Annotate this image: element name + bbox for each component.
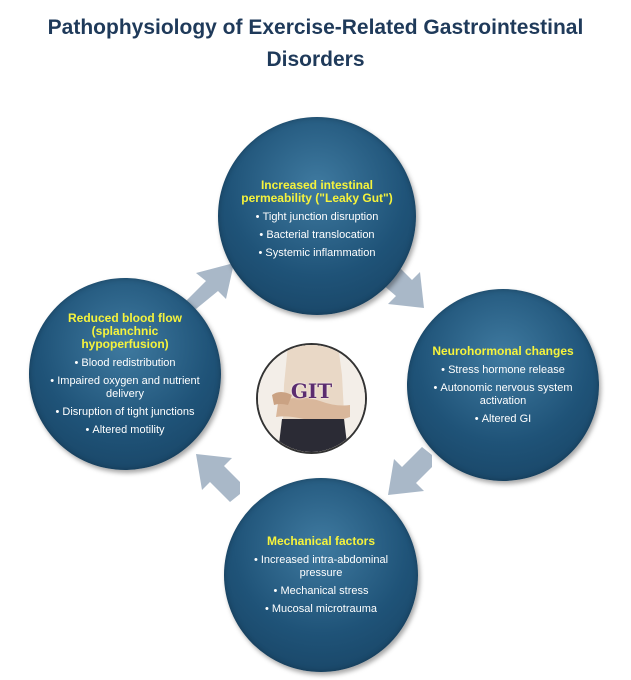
node-heading: Increased intestinal permeability ("Leak… [241, 177, 393, 205]
node-item: Altered motility [47, 424, 203, 437]
abdominal-pain-illustration [258, 345, 365, 452]
node-item: Blood redistribution [47, 357, 203, 370]
node-item: Bacterial translocation [256, 229, 379, 242]
node-item: Mucosal microtrauma [246, 603, 396, 616]
node-item: Autonomic nervous system activation [427, 382, 579, 408]
title-line-2: Disorders [266, 48, 365, 71]
node-neurohormonal-changes: Neurohormonal changes Stress hormone rel… [407, 289, 599, 481]
node-item-list: Stress hormone release Autonomic nervous… [427, 364, 579, 426]
node-item: Mechanical stress [246, 585, 396, 598]
node-item: Tight junction disruption [256, 211, 379, 224]
node-item-list: Blood redistribution Impaired oxygen and… [47, 357, 203, 437]
node-heading: Reduced blood flow (splanchnic hypoperfu… [68, 310, 182, 351]
center-gut-image: GIT [256, 343, 367, 454]
arrow-right-to-bottom-icon [388, 447, 432, 495]
node-item: Stress hormone release [427, 364, 579, 377]
node-mechanical-factors: Mechanical factors Increased intra-abdom… [224, 478, 418, 672]
node-item: Impaired oxygen and nutrient delivery [47, 375, 203, 401]
node-reduced-blood-flow: Reduced blood flow (splanchnic hypoperfu… [29, 278, 221, 470]
node-item: Systemic inflammation [256, 247, 379, 260]
node-item-list: Tight junction disruption Bacterial tran… [256, 211, 379, 260]
node-item: Altered GI [427, 413, 579, 426]
title-line-1: Pathophysiology of Exercise-Related Gast… [47, 16, 584, 39]
node-heading: Neurohormonal changes [432, 343, 574, 358]
node-heading: Mechanical factors [266, 533, 376, 548]
diagram-title: Pathophysiology of Exercise-Related Gast… [0, 12, 631, 76]
node-item-list: Increased intra-abdominal pressure Mecha… [246, 554, 396, 616]
node-item: Increased intra-abdominal pressure [246, 554, 396, 580]
node-intestinal-permeability: Increased intestinal permeability ("Leak… [218, 117, 416, 315]
arrow-left-to-top-icon [184, 263, 234, 309]
arrow-bottom-to-left-icon [196, 454, 240, 502]
node-item: Disruption of tight junctions [47, 406, 203, 419]
center-label: GIT [290, 379, 333, 403]
